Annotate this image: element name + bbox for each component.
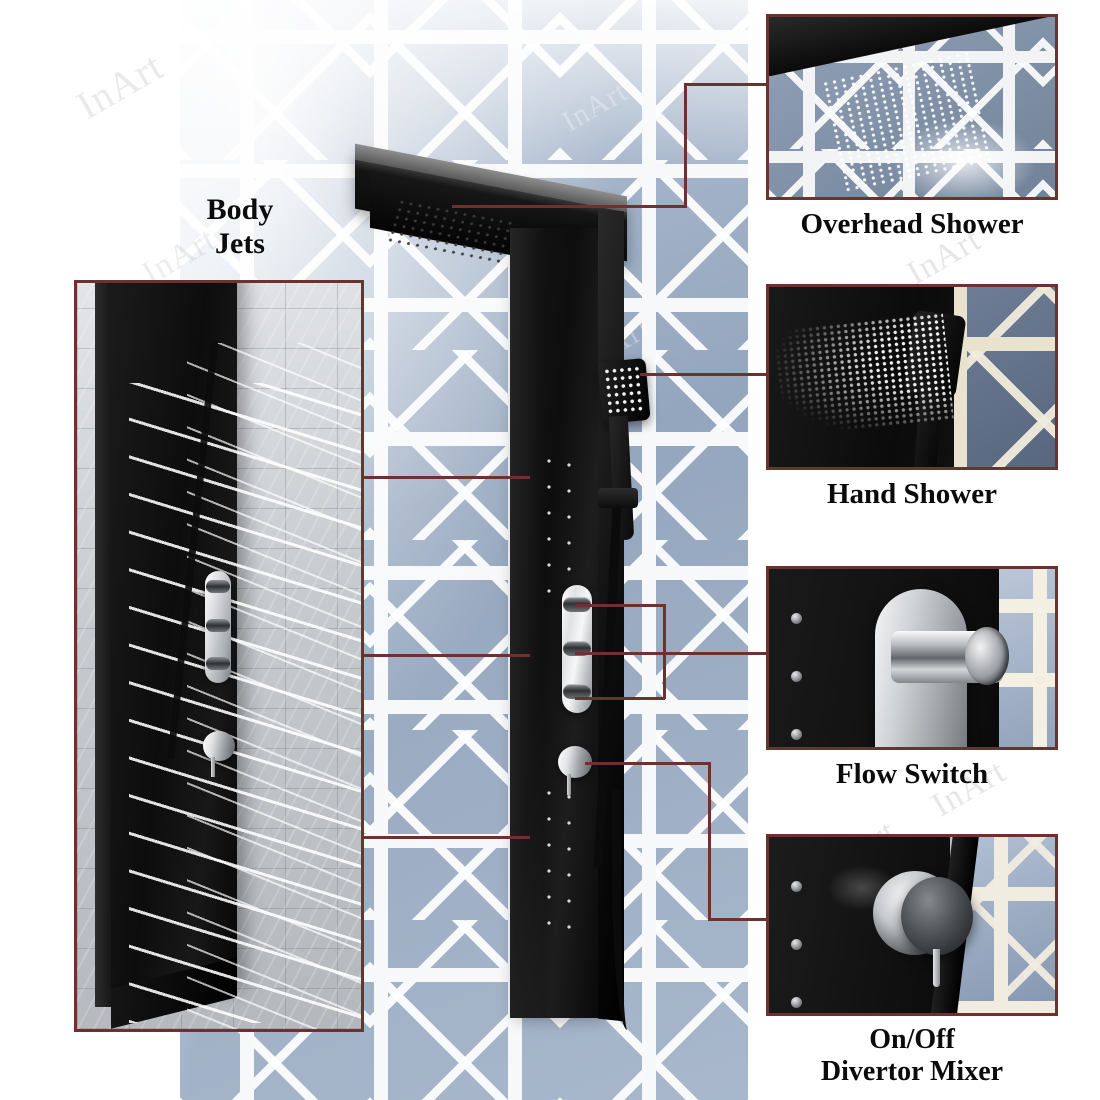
connector-line-flow-switch: [575, 604, 665, 607]
connector-line-flow-switch: [575, 652, 770, 655]
connector-line-body-jets: [350, 836, 530, 839]
connector-line-overhead: [452, 205, 687, 208]
callout-card-divertor-mixer: [766, 834, 1058, 1016]
connector-line-overhead: [684, 83, 766, 86]
divertor-card-mixer-lever: [933, 949, 940, 987]
flow-switch-card-tile-strip: [999, 569, 1055, 747]
connector-line-overhead: [684, 83, 687, 208]
panel-screw: [791, 939, 802, 950]
callout-label-divertor-mixer: On/Off Divertor Mixer: [766, 1024, 1058, 1088]
connector-line-body-jets: [350, 654, 530, 657]
callout-label-line-1: On/Off: [869, 1024, 955, 1055]
hand-shower-card-water-spray: [771, 312, 955, 438]
hand-shower-nozzle-face: [602, 364, 645, 416]
body-jet-holes: [566, 452, 572, 602]
panel-screw: [791, 997, 802, 1008]
body-jets-valve-plate: [205, 571, 231, 683]
callout-label-body-jets: Body Jets: [160, 193, 320, 261]
divertor-mixer-lever[interactable]: [567, 774, 571, 796]
body-jet-holes: [546, 780, 552, 940]
body-jets-mixer-knob: [203, 731, 235, 761]
connector-line-flow-switch: [663, 604, 666, 699]
callout-card-flow-switch: [766, 566, 1058, 750]
callout-label-hand-shower: Hand Shower: [826, 478, 997, 510]
body-jets-mixer-lever: [211, 757, 215, 777]
panel-screw: [791, 729, 802, 740]
connector-line-divertor: [708, 762, 711, 920]
body-jet-holes: [566, 784, 572, 944]
connector-line-divertor: [708, 918, 768, 921]
panel-screw: [791, 671, 802, 682]
body-jet-holes: [546, 448, 552, 598]
body-jets-water-spray-secondary: [187, 343, 361, 1029]
shower-hose-lower: [612, 790, 634, 1030]
connector-line-body-jets: [350, 476, 530, 479]
body-jets-valve-button-2: [206, 619, 230, 632]
hand-shower-head: [597, 358, 651, 424]
callout-card-overhead-shower: [766, 14, 1058, 200]
callout-label-line-2: Jets: [215, 226, 265, 260]
callout-label-overhead-shower: Overhead Shower: [800, 208, 1024, 240]
divertor-card-mixer-knob: [901, 877, 973, 955]
connector-line-flow-switch: [575, 697, 665, 700]
callout-label-line-1: Body: [206, 193, 274, 226]
panel-screw: [791, 613, 802, 624]
connector-line-divertor: [585, 762, 710, 765]
body-jets-valve-button-3: [206, 657, 230, 670]
callout-label-flow-switch: Flow Switch: [835, 758, 989, 790]
callout-card-body-jets: [74, 280, 364, 1032]
panel-column-highlight: [510, 228, 544, 1018]
flow-switch-card-knob-end: [965, 627, 1009, 685]
hand-shower-holder: [598, 488, 638, 508]
panel-screw: [791, 881, 802, 892]
shower-panel-product: [355, 143, 660, 1030]
callout-card-hand-shower: [766, 284, 1058, 470]
flow-switch-button-3[interactable]: [563, 684, 591, 699]
body-jets-valve-button-1: [206, 580, 230, 593]
connector-line-hand-shower: [640, 373, 768, 376]
callout-label-line-2: Divertor Mixer: [820, 1055, 1004, 1087]
